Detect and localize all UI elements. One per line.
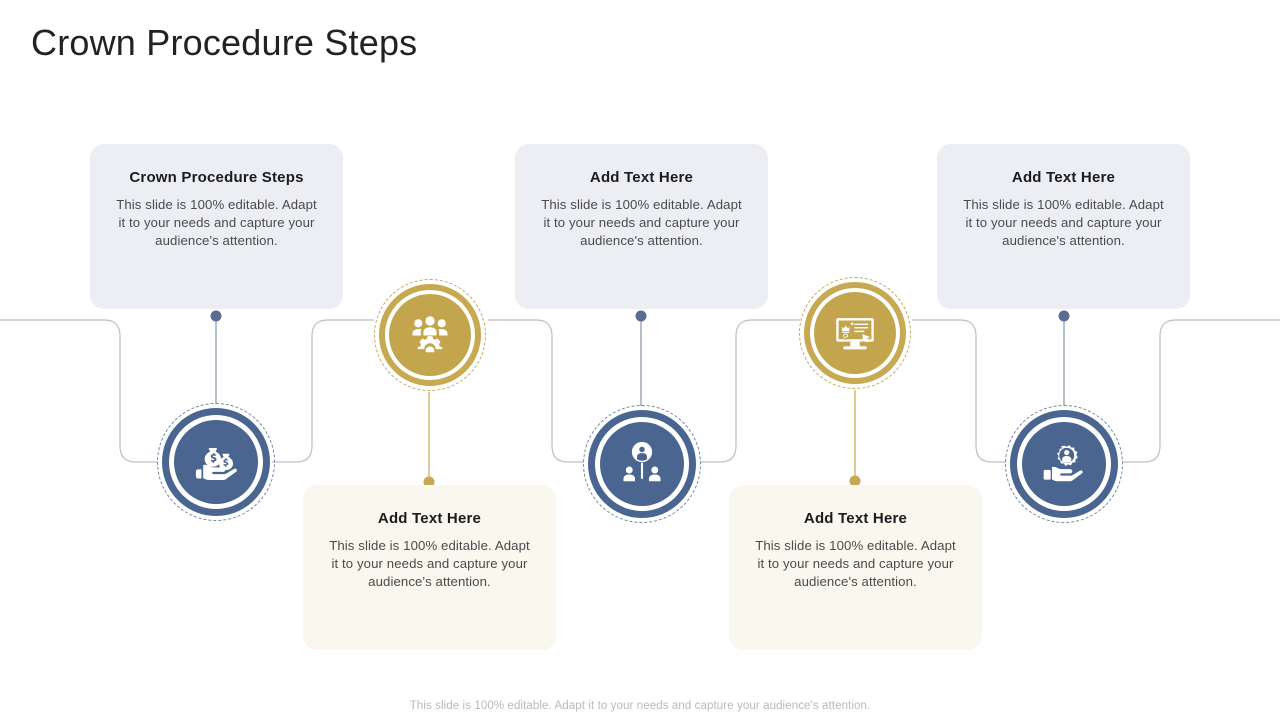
connector-path-4-5	[912, 319, 1006, 463]
node-3-dashed-ring	[583, 405, 701, 523]
node-5-dashed-ring	[1005, 405, 1123, 523]
connector-path-1-2	[272, 319, 374, 463]
card-4-title: Add Text Here	[803, 510, 908, 527]
card-4-body: This slide is 100% editable. Adapt it to…	[755, 538, 956, 589]
connector-dot-card-2	[423, 476, 435, 488]
node-4-dashed-ring	[799, 277, 911, 389]
connector-path-3-4	[700, 319, 800, 463]
card-5-title: Add Text Here	[1011, 169, 1116, 186]
card-2-body: This slide is 100% editable. Adapt it to…	[329, 538, 530, 589]
node-2-disc	[389, 294, 471, 376]
org-hierarchy-icon	[623, 441, 661, 482]
card-5[interactable]: Add Text Here This slide is 100% editabl…	[937, 144, 1190, 309]
connector-dot-card-5	[1058, 310, 1070, 322]
card-5-body: This slide is 100% editable. Adapt it to…	[963, 197, 1164, 248]
card-2[interactable]: Add Text Here This slide is 100% editabl…	[303, 485, 556, 650]
node-3-disc	[600, 422, 684, 506]
connector-path-2-3	[488, 319, 584, 463]
page-title: Crown Procedure Steps	[31, 22, 418, 63]
hand-gear-user-icon	[1043, 445, 1083, 482]
card-2-title: Add Text Here	[377, 510, 482, 527]
node-4-disc	[814, 292, 896, 374]
connector-dot-card-3	[635, 310, 647, 322]
money-bags-in-hand-icon	[195, 447, 237, 481]
card-1-body: This slide is 100% editable. Adapt it to…	[116, 197, 317, 248]
card-3-title: Add Text Here	[589, 169, 694, 186]
node-5-disc	[1022, 422, 1106, 506]
card-1-title: Crown Procedure Steps	[129, 169, 304, 186]
card-1[interactable]: Crown Procedure Steps This slide is 100%…	[90, 144, 343, 309]
connector-dot-card-1	[210, 310, 222, 322]
connector-dot-card-4	[849, 475, 861, 487]
connector-path-right-out	[1122, 319, 1280, 463]
node-2-dashed-ring	[374, 279, 486, 391]
team-gear-icon	[412, 316, 448, 353]
crown-certificate-monitor-icon	[836, 318, 874, 350]
card-3[interactable]: Add Text Here This slide is 100% editabl…	[515, 144, 768, 309]
connector-path-left-in	[0, 319, 158, 463]
footer-note: This slide is 100% editable. Adapt it to…	[409, 700, 871, 712]
card-4[interactable]: Add Text Here This slide is 100% editabl…	[729, 485, 982, 650]
node-1-dashed-ring	[157, 403, 275, 521]
node-1-disc	[174, 420, 258, 504]
card-3-body: This slide is 100% editable. Adapt it to…	[541, 197, 742, 248]
